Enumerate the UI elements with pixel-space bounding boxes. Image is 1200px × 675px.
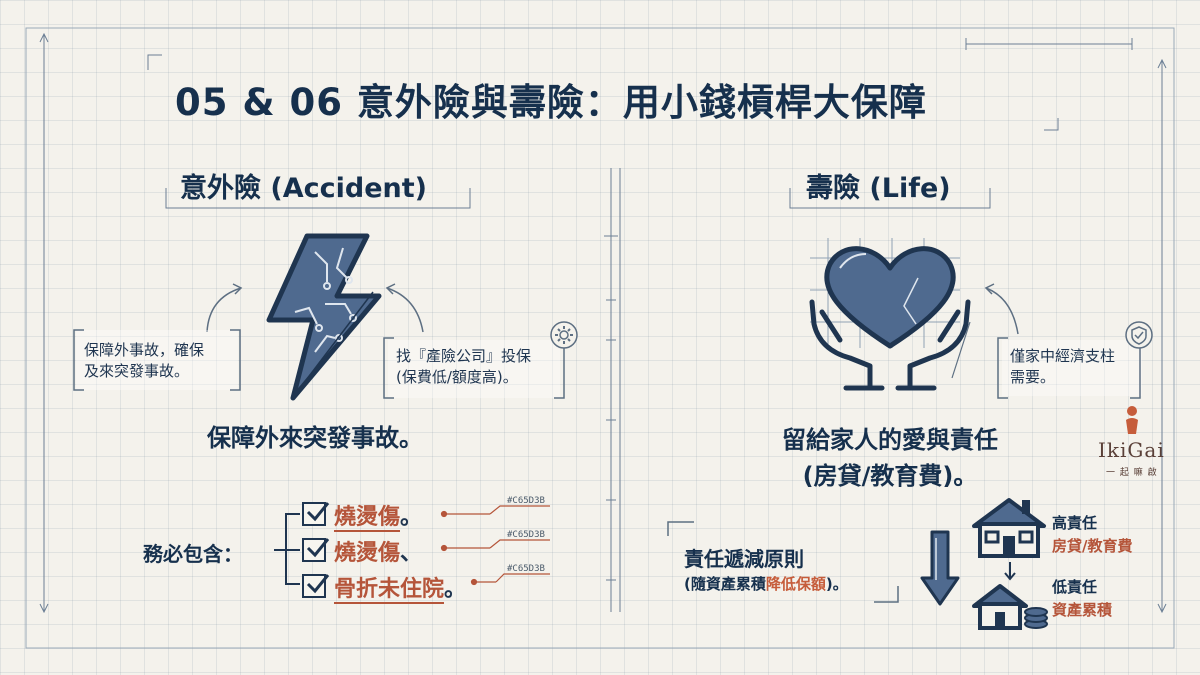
checklist-item-end: 。 xyxy=(444,577,467,602)
checkbox-checked[interactable] xyxy=(302,574,326,598)
down-arrow-icon xyxy=(920,530,960,606)
rule-title: 責任遞減原則 xyxy=(684,547,804,571)
callout-line: 找『產險公司』投保 xyxy=(396,347,532,365)
checklist-item-text: 燒燙傷 xyxy=(334,505,401,532)
checkmark-icon xyxy=(306,538,330,558)
callout-bracket xyxy=(383,337,565,399)
large-house-icon xyxy=(972,498,1046,558)
accident-callout-left: 保障外事故，確保 及來突發事故。 xyxy=(76,330,238,390)
gear-icon xyxy=(550,321,578,349)
high-responsibility-detail: 房貸/教育費 xyxy=(1052,537,1133,555)
checklist-item: 燒燙傷、 xyxy=(334,535,422,567)
shield-icon xyxy=(1125,321,1153,349)
checkbox-checked[interactable] xyxy=(302,538,326,562)
low-responsibility-label: 低責任 xyxy=(1052,578,1098,596)
heart-in-hands-icon xyxy=(809,238,971,391)
callout-bracket xyxy=(73,329,241,391)
ikigai-logo-icon xyxy=(1126,406,1138,434)
rule-sub-prefix: (隨資產累積 xyxy=(684,575,766,593)
page-title: 05 & 06 意外險與壽險：用小錢槓桿大保障 xyxy=(175,81,927,124)
hex-tag: #C65D3B xyxy=(507,564,545,574)
callout-line: 保障外事故，確保 xyxy=(84,341,205,359)
accident-heading: 意外險 (Accident) xyxy=(180,173,428,204)
hex-tag: #C65D3B xyxy=(507,530,545,540)
checkbox-checked[interactable] xyxy=(302,502,326,526)
checklist-item: 骨折未住院。 xyxy=(334,571,467,604)
checklist-item: 燒燙傷。 xyxy=(334,499,423,532)
checklist-item-text: 骨折未住院 xyxy=(334,577,445,604)
hex-tag-leaders xyxy=(440,505,550,586)
life-summary-line: 留給家人的愛與責任 xyxy=(782,426,998,454)
checkmark-icon xyxy=(306,502,330,522)
life-summary-line: (房貸/教育費)。 xyxy=(802,462,978,490)
high-responsibility-label: 高責任 xyxy=(1052,514,1098,532)
callout-line: 需要。 xyxy=(1010,368,1056,386)
callout-line: (保費低/額度高)。 xyxy=(396,368,518,386)
life-callout: 僅家中經濟支柱 需要。 xyxy=(1002,340,1142,396)
must-include-label: 務必包含： xyxy=(143,542,243,566)
callout-line: 僅家中經濟支柱 xyxy=(1010,347,1116,365)
lightning-bolt-icon xyxy=(266,233,382,401)
checklist-item-text: 燒燙傷 xyxy=(334,541,401,566)
checklist-connector xyxy=(274,513,300,585)
hex-tag: #C65D3B xyxy=(507,496,545,506)
curved-arrows-accident xyxy=(206,283,424,333)
low-responsibility-detail: 資產累積 xyxy=(1052,601,1113,619)
small-house-coins-icon xyxy=(972,584,1048,630)
small-down-arrow-icon xyxy=(1004,562,1016,581)
rule-sub-accent: 降低保額 xyxy=(765,575,826,593)
curved-arrow-life xyxy=(984,283,1019,335)
rule-sub-suffix: )。 xyxy=(825,575,848,593)
rule-subtitle: (隨資產累積降低保額)。 xyxy=(684,573,848,594)
life-summary: 留給家人的愛與責任 (房貸/教育費)。 xyxy=(700,422,1080,494)
checklist-item-end: 。 xyxy=(400,505,423,530)
brand-sub: 一 起 嘛 啟 xyxy=(1106,468,1158,478)
callout-line: 及來突發事故。 xyxy=(84,362,190,380)
accident-callout-right: 找『產險公司』投保 (保費低/額度高)。 xyxy=(388,340,560,398)
checklist-item-end: 、 xyxy=(400,541,423,566)
brand-name: IkiGai xyxy=(1098,438,1165,462)
accident-summary: 保障外來突發事故。 xyxy=(207,424,423,452)
rule-bracket xyxy=(667,521,899,603)
checkmark-icon xyxy=(306,574,330,594)
life-heading: 壽險 (Life) xyxy=(806,173,951,204)
